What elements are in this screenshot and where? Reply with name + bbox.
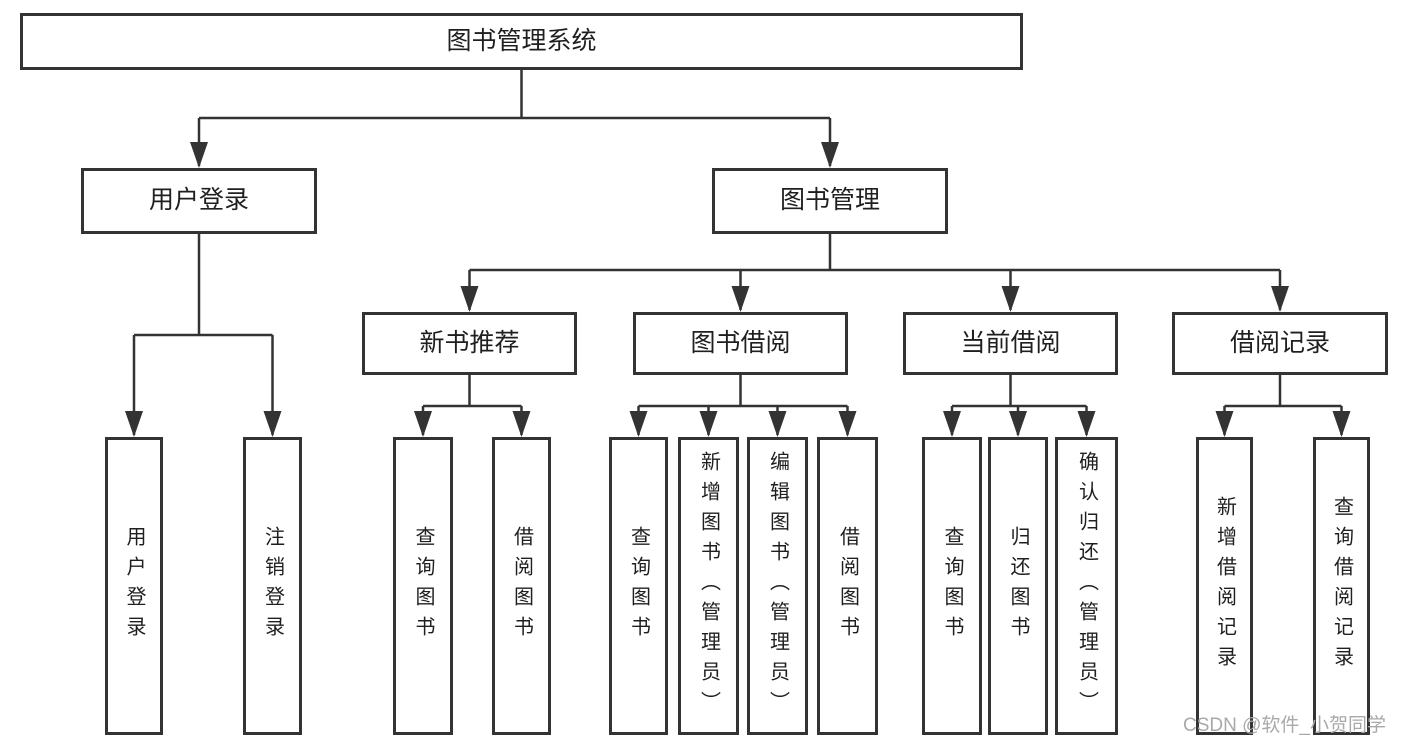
node-label: 归还图书 (1007, 526, 1029, 646)
leaf-borrow-book-recommend: 借阅图书 (492, 437, 551, 735)
leaf-query-books-recommend: 查询图书 (393, 437, 453, 735)
node-book-management: 图书管理 (712, 168, 948, 234)
node-label: 用户登录 (148, 186, 249, 215)
leaf-confirm-return-admin: 确认归还（管理员） (1055, 437, 1118, 735)
node-label: 查询图书 (412, 526, 434, 646)
node-label: 图书借阅 (690, 328, 791, 357)
leaf-return-book: 归还图书 (988, 437, 1048, 735)
node-borrowing-records: 借阅记录 (1172, 312, 1388, 375)
node-label: 用户登录 (123, 526, 145, 646)
node-current-borrowing: 当前借阅 (903, 312, 1118, 375)
csdn-watermark: CSDN @软件_小贺同学 (1183, 715, 1386, 736)
node-new-book-recommend: 新书推荐 (362, 312, 577, 375)
node-label: 图书管理系统 (446, 26, 597, 55)
leaf-user-login: 用户登录 (105, 437, 163, 735)
node-label: 查询借阅记录 (1330, 496, 1353, 676)
node-label: 确认归还（管理员） (1075, 451, 1098, 721)
node-user-login: 用户登录 (81, 168, 317, 234)
node-label: 新书推荐 (419, 328, 520, 357)
node-library-system: 图书管理系统 (20, 13, 1023, 70)
node-label: 注销登录 (261, 526, 284, 646)
leaf-query-borrow-record: 查询借阅记录 (1313, 437, 1370, 735)
leaf-add-borrow-record: 新增借阅记录 (1196, 437, 1253, 735)
leaf-query-books-current: 查询图书 (922, 437, 982, 735)
leaf-borrow-book: 借阅图书 (817, 437, 878, 735)
leaf-query-books-borrow: 查询图书 (609, 437, 668, 735)
leaf-add-book-admin: 新增图书（管理员） (678, 437, 739, 735)
node-label: 新增借阅记录 (1213, 496, 1236, 676)
node-label: 图书管理 (779, 186, 880, 215)
node-label: 借阅图书 (510, 526, 533, 646)
node-label: 查询图书 (627, 526, 650, 646)
node-label: 新增图书（管理员） (697, 451, 720, 721)
leaf-logout: 注销登录 (243, 437, 302, 735)
node-label: 当前借阅 (960, 328, 1061, 357)
node-label: 查询图书 (941, 526, 963, 646)
node-label: 借阅记录 (1229, 328, 1330, 357)
node-book-borrowing: 图书借阅 (633, 312, 848, 375)
arrowheads (125, 142, 1351, 437)
node-label: 借阅图书 (836, 526, 859, 646)
leaf-edit-book-admin: 编辑图书（管理员） (747, 437, 808, 735)
node-label: 编辑图书（管理员） (766, 451, 789, 721)
